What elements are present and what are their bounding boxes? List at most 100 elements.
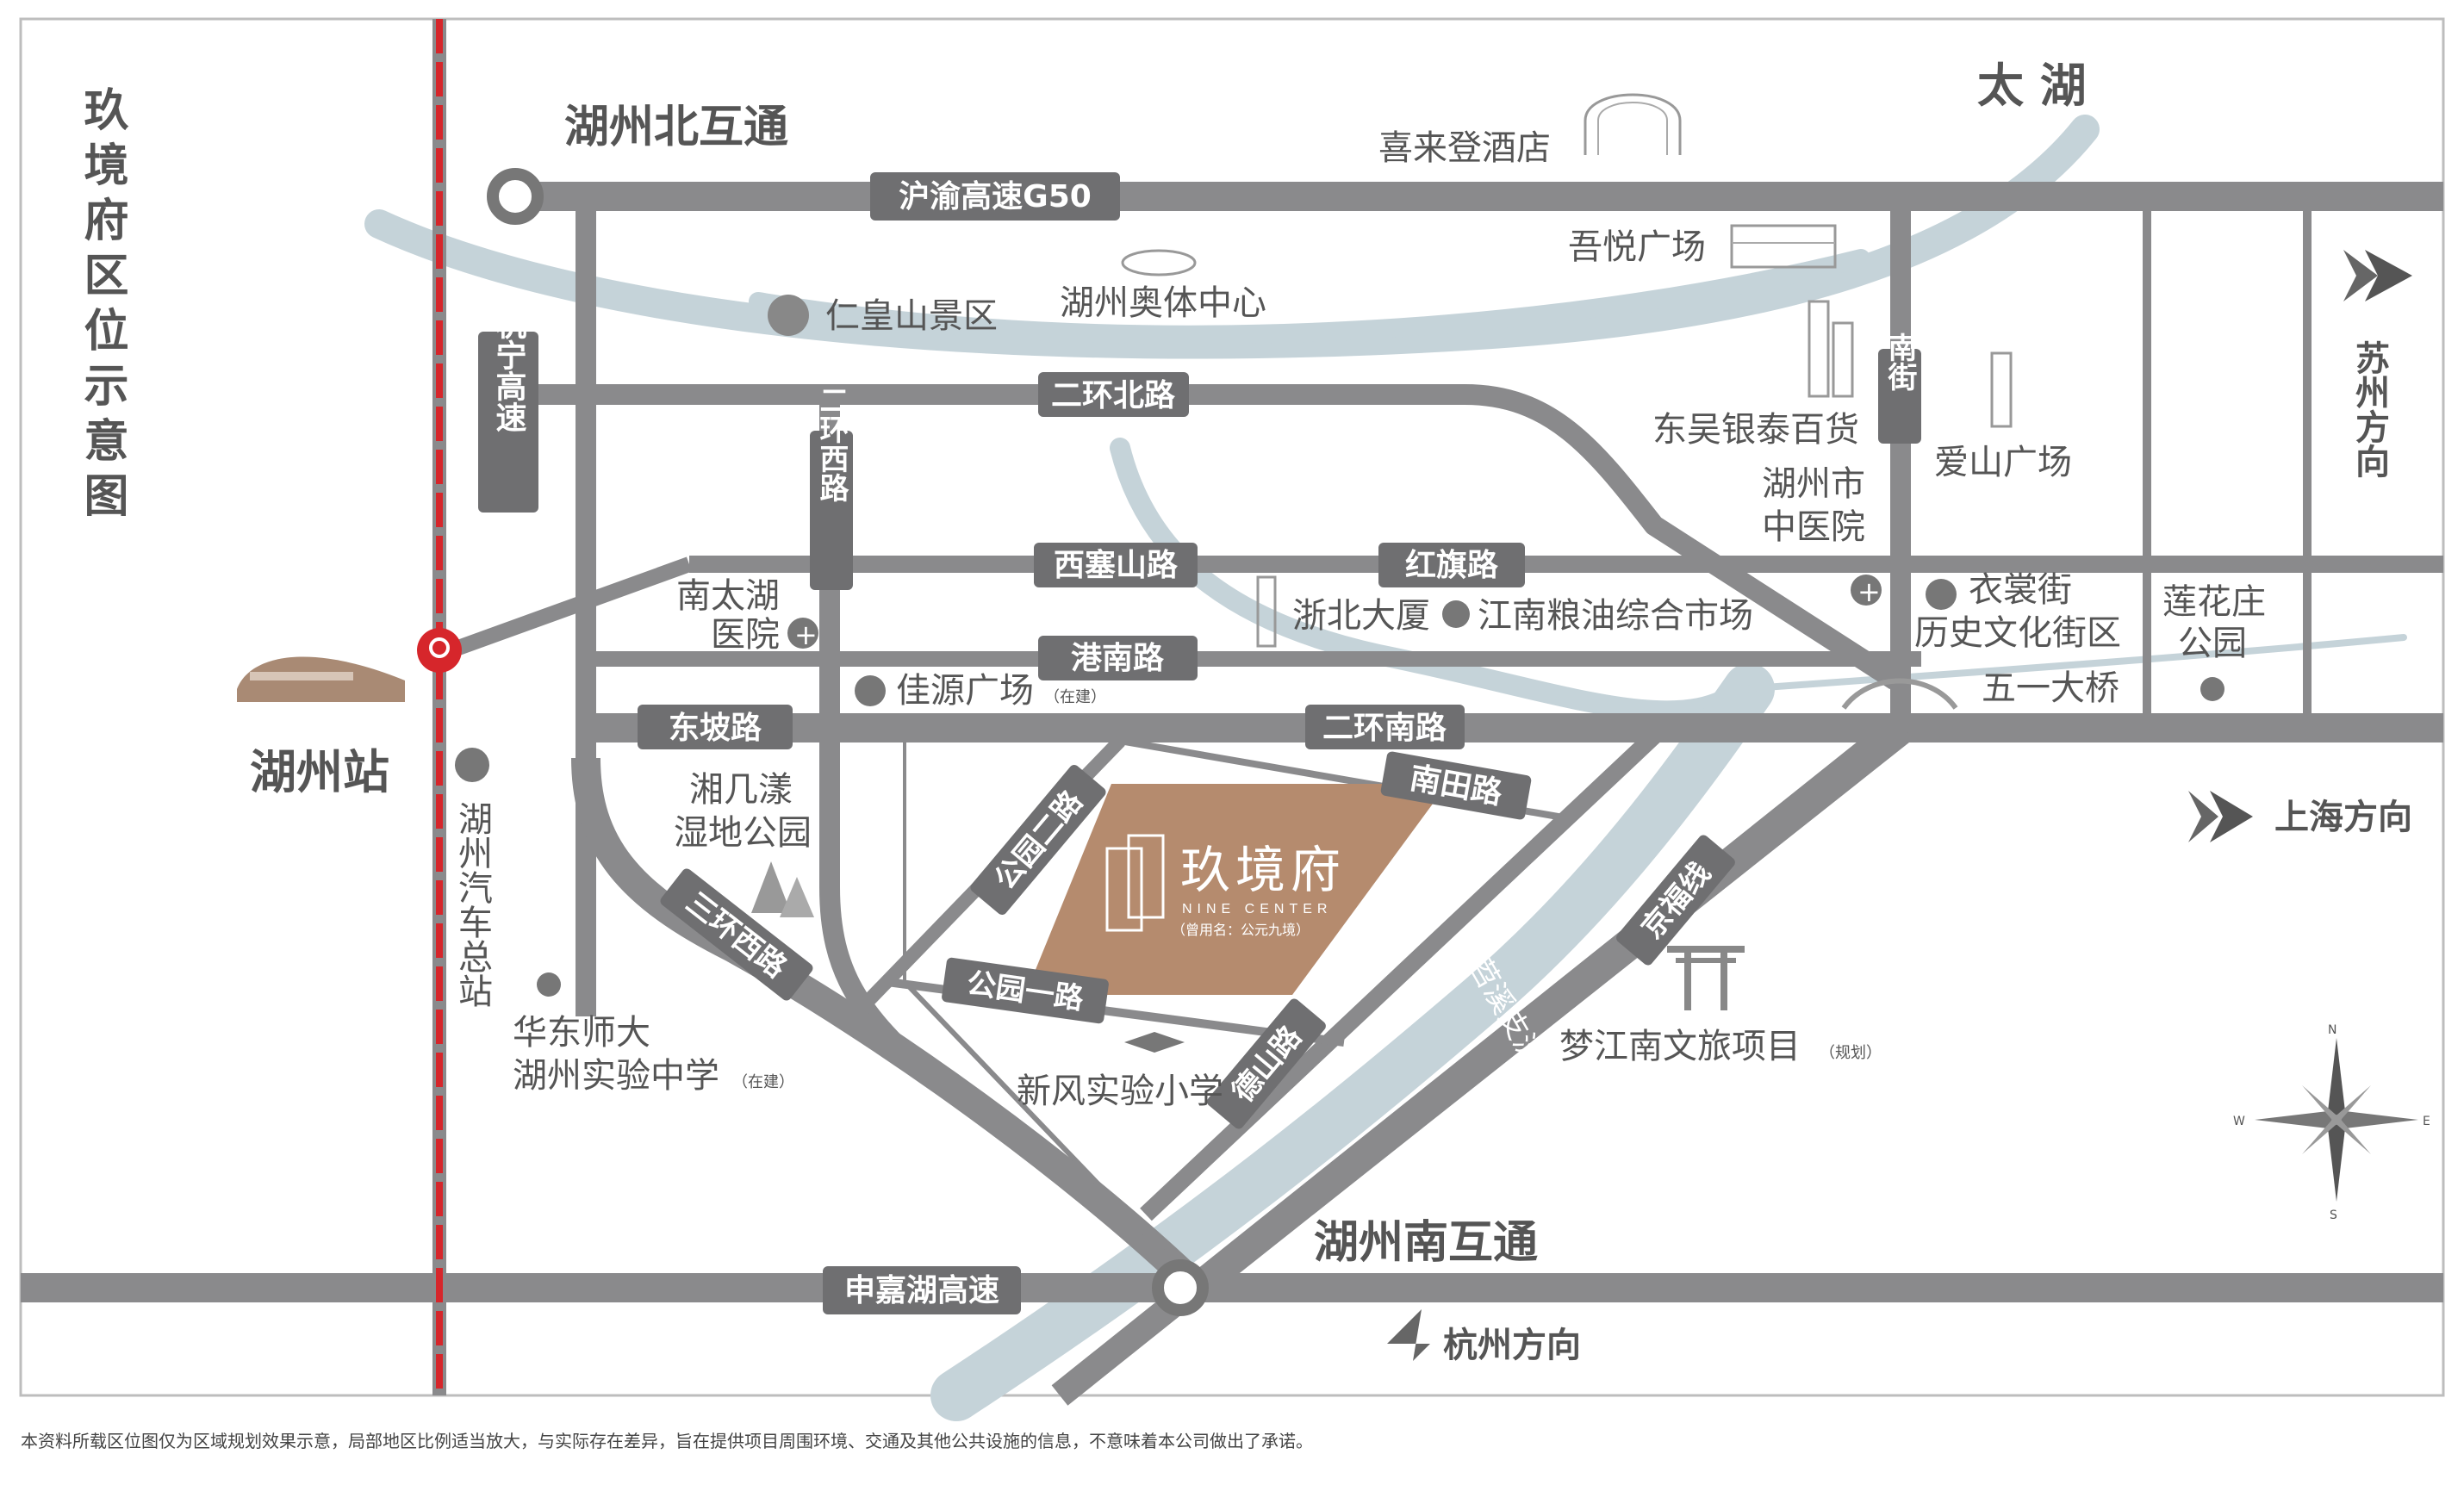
- building-icon: [1256, 575, 1277, 648]
- street-icon: [1926, 579, 1957, 610]
- poi-lianhua-1: 莲花庄: [2162, 582, 2266, 622]
- road-huzhou-link: [436, 556, 693, 662]
- poi-xiangjiyang-1: 湘几漾: [689, 770, 793, 810]
- pine-tree-icon: [751, 861, 814, 917]
- bridge-icon: [1841, 678, 1958, 710]
- market-icon: [1442, 600, 1470, 628]
- svg-text:苏州方向: 苏州方向: [2349, 340, 2390, 478]
- river-north-branch: [749, 249, 1870, 345]
- svg-text:W: W: [2233, 1115, 2245, 1128]
- poi-zhebei: 浙北大厦: [1292, 596, 1430, 636]
- mall-icon: [1730, 224, 1837, 269]
- poi-xinfeng: 新风实验小学: [1017, 1072, 1223, 1111]
- river-north: [364, 115, 2100, 359]
- arrow-down-left-icon: [1387, 1309, 1430, 1361]
- arrow-right-icon: [2343, 250, 2378, 301]
- label-hang-ning: 杭宁高速: [491, 308, 527, 432]
- poi-renhuangshan: 仁皇山景区: [825, 296, 998, 336]
- train-icon: [237, 656, 405, 702]
- direction-hangzhou: 杭州方向: [1387, 1309, 1581, 1365]
- poi-zhongyi-1: 湖州市: [1762, 464, 1865, 504]
- direction-shanghai: 上海方向: [2188, 791, 2412, 842]
- label-shenjiahu: 申嘉湖高速: [844, 1273, 999, 1308]
- svg-text:N: N: [2328, 1023, 2336, 1037]
- rivers: [364, 115, 2407, 1421]
- label-gangnan: 港南路: [1071, 641, 1165, 676]
- project-block: 玖境府 NINE CENTER （曾用名：公元九境）: [1025, 784, 1447, 995]
- direction-suzhou: 苏州方向: [2343, 250, 2412, 478]
- river-east: [1737, 634, 2407, 693]
- north-interchange-label: 湖州北互通: [564, 102, 788, 153]
- label-hu-yu: 沪渝高速G50: [899, 179, 1092, 214]
- arrow-right-icon: [2188, 791, 2218, 842]
- stadium-icon: [1121, 249, 1197, 276]
- project-name: 玖境府: [1180, 842, 1346, 898]
- poi-aoti: 湖州奥体中心: [1060, 283, 1266, 323]
- label-erhuan-north: 二环北路: [1051, 378, 1176, 413]
- label-hongqi: 红旗路: [1405, 548, 1499, 583]
- north-interchange-icon: [487, 168, 544, 225]
- school-icon: [1124, 1032, 1185, 1053]
- south-interchange-label: 湖州南互通: [1314, 1217, 1538, 1269]
- poi-mengjiangnan-note: （规划）: [1820, 1044, 1882, 1062]
- map-title: 玖境府区位示意图: [76, 86, 128, 527]
- poi-zhongyi-2: 中医院: [1762, 507, 1865, 547]
- poi-huadong-1: 华东师大: [513, 1013, 650, 1053]
- poi-labels: 喜来登酒店 吾悦广场 仁皇山景区 湖州奥体中心 东吴银泰百货 爱山广场 湖州市 …: [237, 93, 2266, 1111]
- torii-gate-icon: [1667, 946, 1745, 1010]
- hotel-icon: [1584, 93, 1682, 155]
- road-erhuan-north: [515, 384, 1901, 690]
- poi-nantaihu-2: 医院: [711, 615, 780, 655]
- poi-dongwu: 东吴银泰百货: [1652, 410, 1859, 450]
- poi-jiangnan: 江南粮油综合市场: [1478, 596, 1753, 636]
- building-icon: [1990, 351, 2013, 428]
- disclaimer: 本资料所载区位图仅为区域规划效果示意，局部地区比例适当放大，与实际存在差异，旨在…: [21, 1431, 1313, 1451]
- bus-icon: [455, 748, 489, 782]
- label-dongpo: 东坡路: [669, 711, 762, 746]
- poi-xiangjiyang-2: 湿地公园: [674, 813, 812, 853]
- road-deshan: [1140, 721, 1669, 1221]
- label-erhuan-west: 二环西路: [814, 385, 849, 502]
- svg-text:+: +: [794, 618, 818, 651]
- school-icon: [537, 972, 561, 997]
- poi-huadong-2: 湖州实验中学: [513, 1056, 719, 1096]
- project-former-name: （曾用名：公元九境）: [1172, 922, 1310, 938]
- poi-nantaihu-1: 南太湖: [676, 576, 780, 616]
- hospital-icon: [1851, 575, 1882, 606]
- poi-mengjiangnan: 梦江南文旅项目: [1559, 1027, 1801, 1066]
- poi-wuyi: 五一大桥: [1982, 668, 2119, 708]
- poi-yishang-2: 历史文化街区: [1914, 613, 2121, 653]
- tree-icon: [768, 295, 809, 336]
- label-erhuan-south: 二环南路: [1322, 711, 1447, 746]
- park-icon: [2200, 677, 2224, 701]
- poi-huzhou-station: 湖州站: [250, 745, 389, 799]
- svg-text:+: +: [1857, 575, 1881, 608]
- poi-xilaideng: 喜来登酒店: [1378, 128, 1551, 168]
- river-south: [930, 663, 1775, 1421]
- hospital-icon: [787, 618, 818, 649]
- project-logo-icon: [1105, 847, 1143, 932]
- poi-jiayuan-note: （在建）: [1044, 688, 1106, 706]
- poi-huadong-note: （在建）: [732, 1073, 794, 1091]
- mall-icon: [855, 675, 886, 706]
- compass-rose-icon: N S E W: [2233, 1023, 2430, 1222]
- tower-icon: [1808, 300, 1854, 398]
- poi-jiayuan: 佳源广场: [896, 671, 1034, 711]
- label-nanjie: 南街: [1882, 332, 1918, 391]
- label-xisaishan: 西塞山路: [1054, 548, 1179, 583]
- project-english: NINE CENTER: [1182, 902, 1332, 916]
- poi-bus-station: 湖州汽车总站: [452, 801, 492, 1008]
- svg-text:S: S: [2330, 1209, 2337, 1222]
- poi-yishang-1: 衣裳街: [1969, 570, 2072, 610]
- taihu-label: 太 湖: [1977, 59, 2087, 113]
- poi-lianhua-2: 公园: [2178, 624, 2247, 663]
- poi-wuyue: 吾悦广场: [1568, 227, 1706, 267]
- poi-aishan: 爱山广场: [1934, 443, 2072, 482]
- railway: [417, 19, 462, 1395]
- svg-text:上海方向: 上海方向: [2274, 798, 2412, 837]
- south-interchange-icon: [1152, 1259, 1209, 1316]
- station-icon: [417, 628, 462, 673]
- road-link-se: [902, 979, 1200, 1290]
- svg-text:杭州方向: 杭州方向: [1443, 1326, 1581, 1365]
